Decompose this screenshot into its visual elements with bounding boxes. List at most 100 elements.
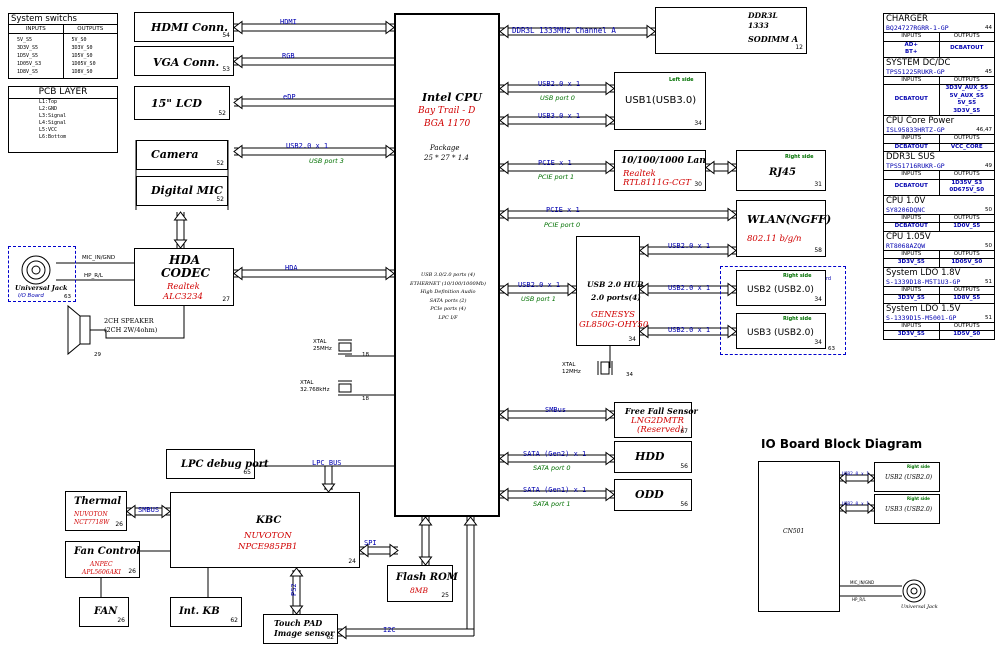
usb1-title: USB1(USB3.0) <box>625 95 697 106</box>
camera-bus-label: USB2.0 x 1 <box>286 142 329 150</box>
edp-bus-label: eDP <box>283 93 296 101</box>
page-ref: 34 <box>814 339 822 346</box>
pcb-layer: L4:Signal <box>39 120 67 126</box>
cpu-package: BGA 1170 <box>424 119 471 129</box>
rj45-block: Right side RJ45 31 <box>736 150 826 191</box>
pcb-layer: L2:GND <box>39 106 58 112</box>
intkb-title: Int. KB <box>179 606 220 617</box>
cpu-feature: SATA ports (2) <box>429 297 467 304</box>
lcd-block: 15" LCD 52 <box>134 86 230 120</box>
power-output: 1D8V_S5 <box>953 295 981 301</box>
vga-block: VGA Conn. 53 <box>134 46 234 76</box>
power-part-number: SY8206DQNC <box>886 205 926 214</box>
jack-board: I/O Board <box>18 293 44 299</box>
power-header: INPUTS <box>901 33 922 39</box>
io-usb3-title: USB3 (USB2.0) <box>885 506 933 513</box>
pcb-layer: L5:VCC <box>39 127 58 133</box>
power-section-title: CHARGER <box>886 14 928 24</box>
page-ref: 26 <box>117 617 125 624</box>
power-output: 1D05V_S0 <box>951 259 983 265</box>
page-ref: 24 <box>348 558 356 565</box>
page-ref: 34 <box>626 372 633 378</box>
mic-signal: MIC_IN/GND <box>82 255 116 261</box>
power-header: INPUTS <box>901 135 922 141</box>
power-output: 5V_AUX_S5 <box>949 92 984 99</box>
page-ref: 50 <box>985 242 992 249</box>
page-ref: 18 <box>362 396 369 402</box>
switch-output: 5V_S0 <box>71 37 87 43</box>
page-ref: 51 <box>985 314 992 321</box>
hdd-block: HDD 56 <box>614 441 692 473</box>
page-ref: 34 <box>628 336 636 343</box>
power-header: OUTPUTS <box>938 250 995 258</box>
power-output: 3D3V_S5 <box>953 107 981 114</box>
speaker-symbol <box>67 304 91 356</box>
ddr-title2: 1333 <box>748 21 769 30</box>
power-part-number: S-1339D15-M5001-GP <box>886 313 957 322</box>
io-board-title: IO Board Block Diagram <box>761 437 923 451</box>
page-ref: 56 <box>680 501 688 508</box>
xtal1-label: XTAL <box>313 339 327 345</box>
switch-output: 1D8V_S0 <box>71 69 93 75</box>
cpu-feature: LPC I/F <box>438 314 458 321</box>
digital-mic-block: Digital MIC 52 <box>136 176 228 206</box>
pcb-layer: L6:Bottom <box>39 134 67 140</box>
switch-output: 3D3V_S0 <box>71 45 93 51</box>
power-output: DCBATOUT <box>950 45 984 52</box>
power-output: 1D0V_S5 <box>953 223 981 229</box>
rj45-title: RJ45 <box>769 167 796 178</box>
kbc-vendor: NUVOTON <box>244 531 292 541</box>
page-ref: 63 <box>64 294 71 300</box>
ddr-sodimm-block: DDR3L 1333 SODIMM A 12 <box>655 7 807 54</box>
odd-block: ODD 56 <box>614 479 692 511</box>
power-part-number: BQ24727RGRR-1-GP <box>886 24 949 32</box>
pcb-layer: L3:Signal <box>39 113 67 119</box>
jack-symbol <box>21 255 51 285</box>
switch-inputs-header: INPUTS <box>25 26 46 32</box>
pcb-layer: L1:Top <box>39 99 58 105</box>
dmic-title: Digital MIC <box>151 184 223 197</box>
odd-title: ODD <box>635 488 664 501</box>
power-section-title: DDR3L SUS <box>884 151 994 162</box>
camera-port-label: USB port 3 <box>309 157 344 165</box>
speaker-title1: 2CH SPEAKER <box>104 317 154 325</box>
page-ref: 26 <box>128 568 136 575</box>
sata2-port-label: SATA port 0 <box>533 464 571 472</box>
xtal2-label: XTAL <box>300 380 314 386</box>
power-output: VCC_CORE <box>950 143 983 150</box>
io-usb-a-label: USB2.0 x 1 <box>842 472 870 477</box>
ps2-label: PS2 <box>290 583 298 596</box>
lpc-debug-block: LPC debug port 65 <box>166 449 269 479</box>
hdmi-bus-label: HDMI <box>280 18 297 26</box>
io-usb2-block: Right side USB2 (USB2.0) <box>874 462 940 492</box>
usb1-block: Left side USB1(USB3.0) 34 <box>614 72 706 130</box>
page-ref: 30 <box>694 181 702 188</box>
switch-title: System switchs <box>11 14 77 24</box>
lcd-title: 15" LCD <box>151 97 202 110</box>
power-output: 5V_S5 <box>957 100 977 106</box>
power-input: DCBATOUT <box>894 183 928 190</box>
ddr-title1: DDR3L <box>748 11 778 20</box>
cpu-pkg-size: 25 * 27 * 1.4 <box>424 154 469 162</box>
thermal-vendor: NUVOTON <box>74 511 108 518</box>
fanctl-part: APL5606AKI <box>82 569 121 576</box>
power-output: 1D5V_S0 <box>953 331 981 337</box>
thermal-block: Thermal NUVOTON NCT7718W 26 <box>65 491 127 531</box>
cpu-feature: USB 3.0/2.0 ports (4) <box>421 272 475 278</box>
speaker-title2: (2CH 2W/4ohm) <box>104 326 158 334</box>
pcb-title: PCB LAYER <box>9 87 117 99</box>
xtal3-label: XTAL <box>562 362 576 368</box>
power-input: 3D3V_S5 <box>897 259 925 265</box>
hub-wlan-bus-label: USB2.0 x 1 <box>668 242 711 250</box>
page-ref: 52 <box>218 110 226 117</box>
hda-bus <box>234 269 394 278</box>
kbc-title: KBC <box>256 515 282 526</box>
power-header: OUTPUTS <box>938 171 995 179</box>
rgb-bus-label: RGB <box>282 52 295 60</box>
usb2-block: Right side USB2 (USB2.0) 34 <box>736 270 826 306</box>
ddr-title3: SODIMM A <box>748 34 799 44</box>
